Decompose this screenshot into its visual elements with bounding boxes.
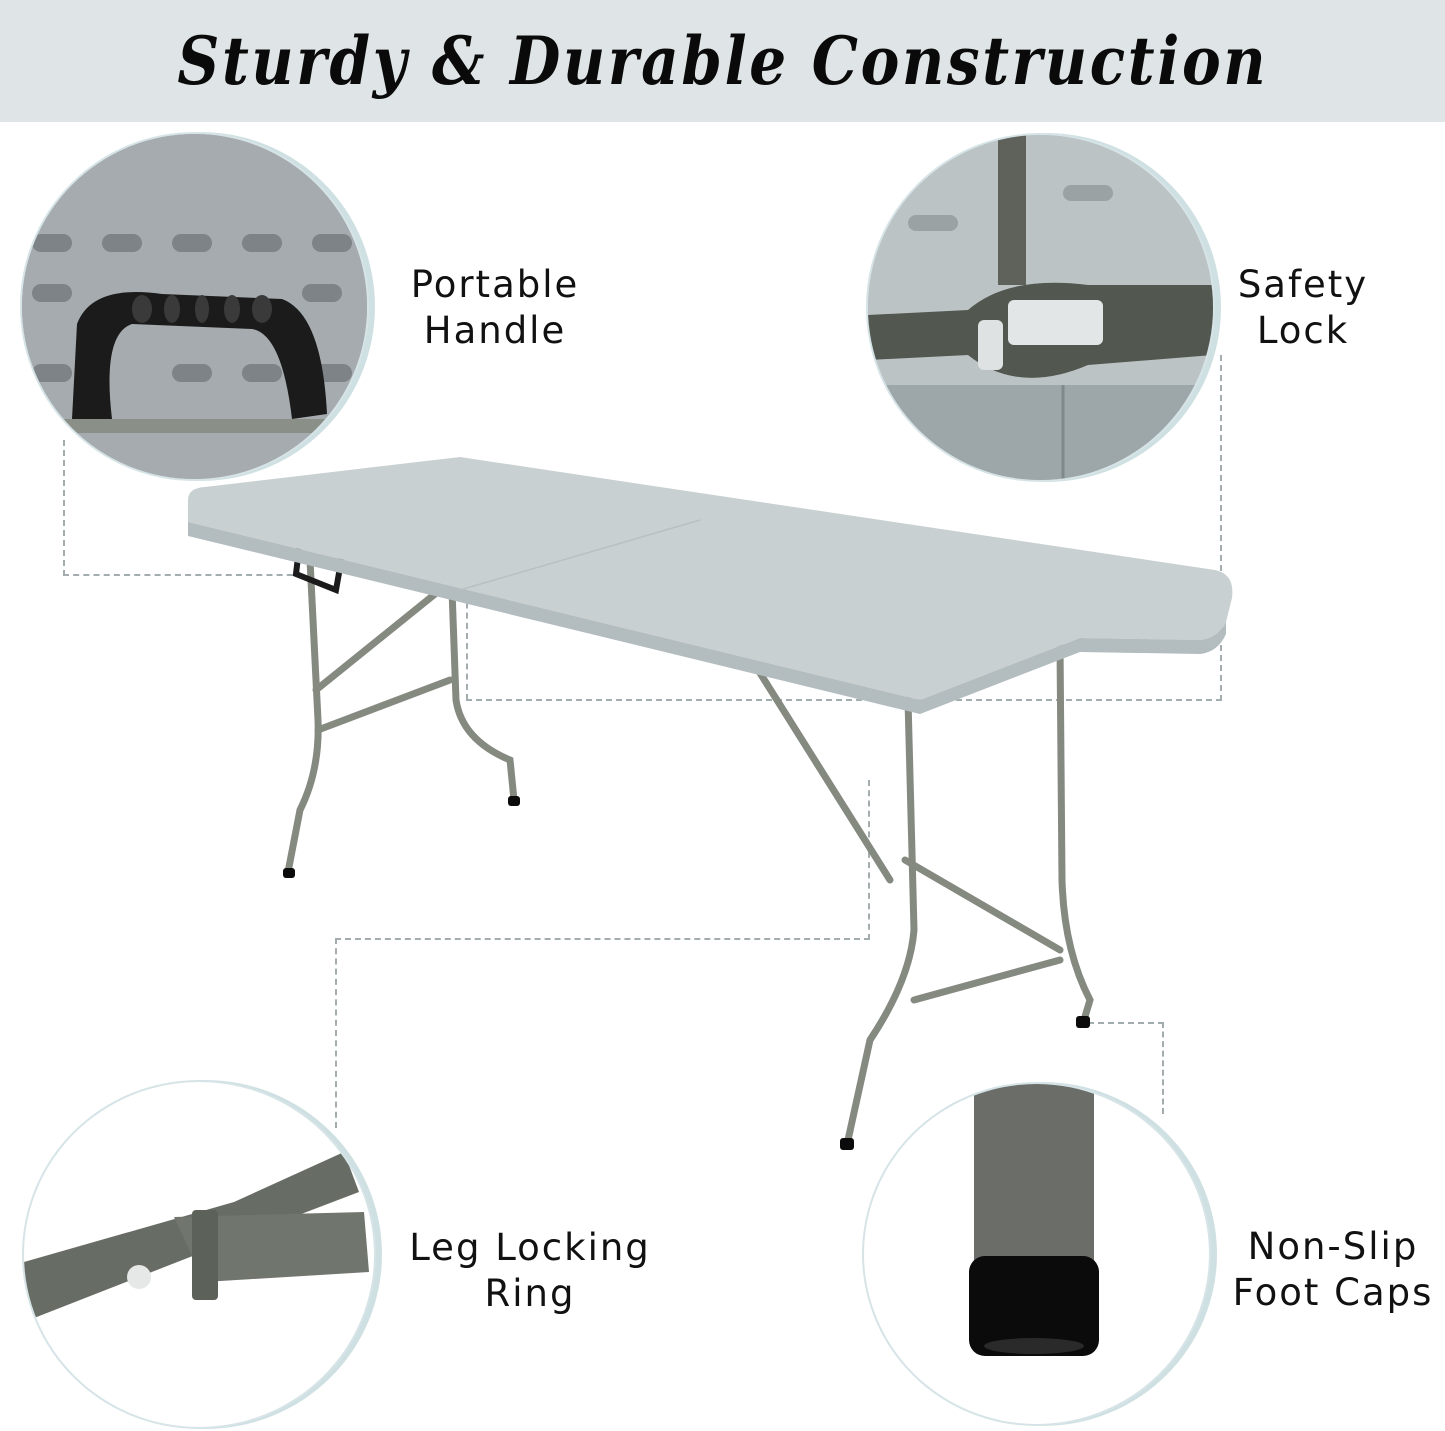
connector-line-portable-handle-vertical [63, 440, 65, 576]
feature-label-leg-locking-ring: Leg Locking Ring [409, 1226, 651, 1315]
tabletop [188, 457, 1233, 700]
table-legs [284, 556, 1094, 1144]
banner-title: Sturdy & Durable Construction [177, 22, 1268, 100]
connector-line-foot-caps-horizontal [1088, 1022, 1164, 1024]
feature-label-non-slip-foot-caps: Non-Slip Foot Caps [1232, 1225, 1434, 1314]
feature-label-safety-lock: Safety Lock [1237, 263, 1369, 352]
connector-line-leg-ring-horizontal [335, 938, 870, 940]
callout-circle-leg-locking-ring [22, 1080, 376, 1429]
connector-line-leg-ring-vertical-right [868, 780, 870, 940]
leg-ring-closeup-image [24, 1152, 369, 1322]
handle-closeup-image [22, 134, 367, 479]
safety-lock-closeup-image [868, 135, 1213, 480]
feature-label-portable-handle: Portable Handle [410, 263, 580, 352]
callout-circle-portable-handle [20, 132, 369, 481]
connector-line-safety-lock-hinge [466, 572, 468, 700]
foot-cap-closeup-image [969, 1084, 1099, 1356]
callout-circle-safety-lock [866, 133, 1215, 482]
foot-cap [969, 1256, 1099, 1356]
handle-strap [72, 292, 327, 419]
foot-caps [283, 796, 1090, 1150]
connector-line-safety-lock-horizontal [466, 699, 1222, 701]
connector-line-leg-ring-vertical-left [335, 938, 337, 1128]
connector-line-safety-lock-vertical [1220, 355, 1222, 701]
title-banner: Sturdy & Durable Construction [0, 0, 1445, 122]
callout-circle-non-slip-foot-caps [862, 1082, 1211, 1426]
connector-line-foot-caps-vertical [1162, 1022, 1164, 1114]
connector-line-portable-handle-horizontal [63, 574, 303, 576]
